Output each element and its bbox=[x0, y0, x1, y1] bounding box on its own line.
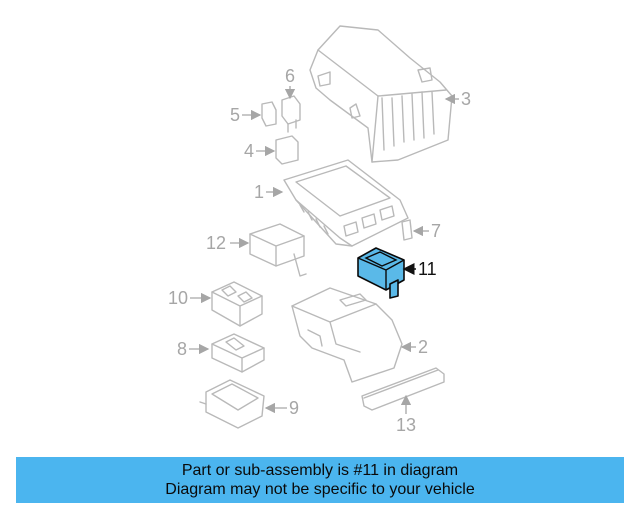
part-8-fuse-holder bbox=[211, 333, 265, 373]
callout-label-5: 5 bbox=[230, 105, 240, 125]
callout-label-10: 10 bbox=[168, 288, 188, 308]
callout-label-6: 6 bbox=[285, 66, 295, 86]
callout-label-12: 12 bbox=[206, 233, 226, 253]
part-11-highlighted bbox=[357, 247, 405, 299]
part-5-fuse bbox=[261, 101, 277, 127]
banner-line-1: Part or sub-assembly is #11 in diagram bbox=[181, 462, 459, 479]
callout-label-7: 7 bbox=[431, 221, 441, 241]
part-3-cover bbox=[309, 25, 453, 163]
callout-1: 1 bbox=[254, 182, 284, 202]
part-10-fuse-holder bbox=[211, 281, 263, 327]
callout-5: 5 bbox=[230, 105, 262, 125]
parts-diagram: 1 2 3 4 5 6 7 8 9 10 11 12 bbox=[168, 25, 471, 435]
callout-label-4: 4 bbox=[244, 141, 254, 161]
callout-13: 13 bbox=[396, 394, 416, 435]
part-12-relay-block bbox=[249, 223, 307, 277]
callout-label-1: 1 bbox=[254, 182, 264, 202]
part-4-relay bbox=[275, 135, 299, 165]
callout-3: 3 bbox=[444, 89, 471, 109]
callout-label-9: 9 bbox=[289, 398, 299, 418]
part-9-tray bbox=[199, 379, 265, 429]
callout-8: 8 bbox=[177, 339, 210, 359]
callout-label-13: 13 bbox=[396, 415, 416, 435]
callout-2: 2 bbox=[400, 337, 428, 357]
callout-label-8: 8 bbox=[177, 339, 187, 359]
part-6-relay bbox=[281, 95, 301, 133]
callout-label-11: 11 bbox=[418, 259, 437, 279]
callout-11: 11 bbox=[402, 259, 437, 279]
callout-7: 7 bbox=[412, 221, 441, 241]
part-7-fuse bbox=[401, 219, 413, 241]
callout-label-3: 3 bbox=[461, 89, 471, 109]
part-13-bracket bbox=[361, 367, 445, 411]
callout-4: 4 bbox=[244, 141, 276, 161]
callout-label-2: 2 bbox=[418, 337, 428, 357]
part-1-fuse-box bbox=[283, 159, 409, 247]
banner-line-2: Diagram may not be specific to your vehi… bbox=[165, 481, 475, 498]
callout-9: 9 bbox=[264, 398, 299, 418]
info-banner: Part or sub-assembly is #11 in diagram D… bbox=[16, 457, 624, 503]
part-2-lower-housing bbox=[291, 287, 403, 383]
callout-12: 12 bbox=[206, 233, 250, 253]
callout-6: 6 bbox=[284, 66, 296, 100]
callout-10: 10 bbox=[168, 288, 212, 308]
